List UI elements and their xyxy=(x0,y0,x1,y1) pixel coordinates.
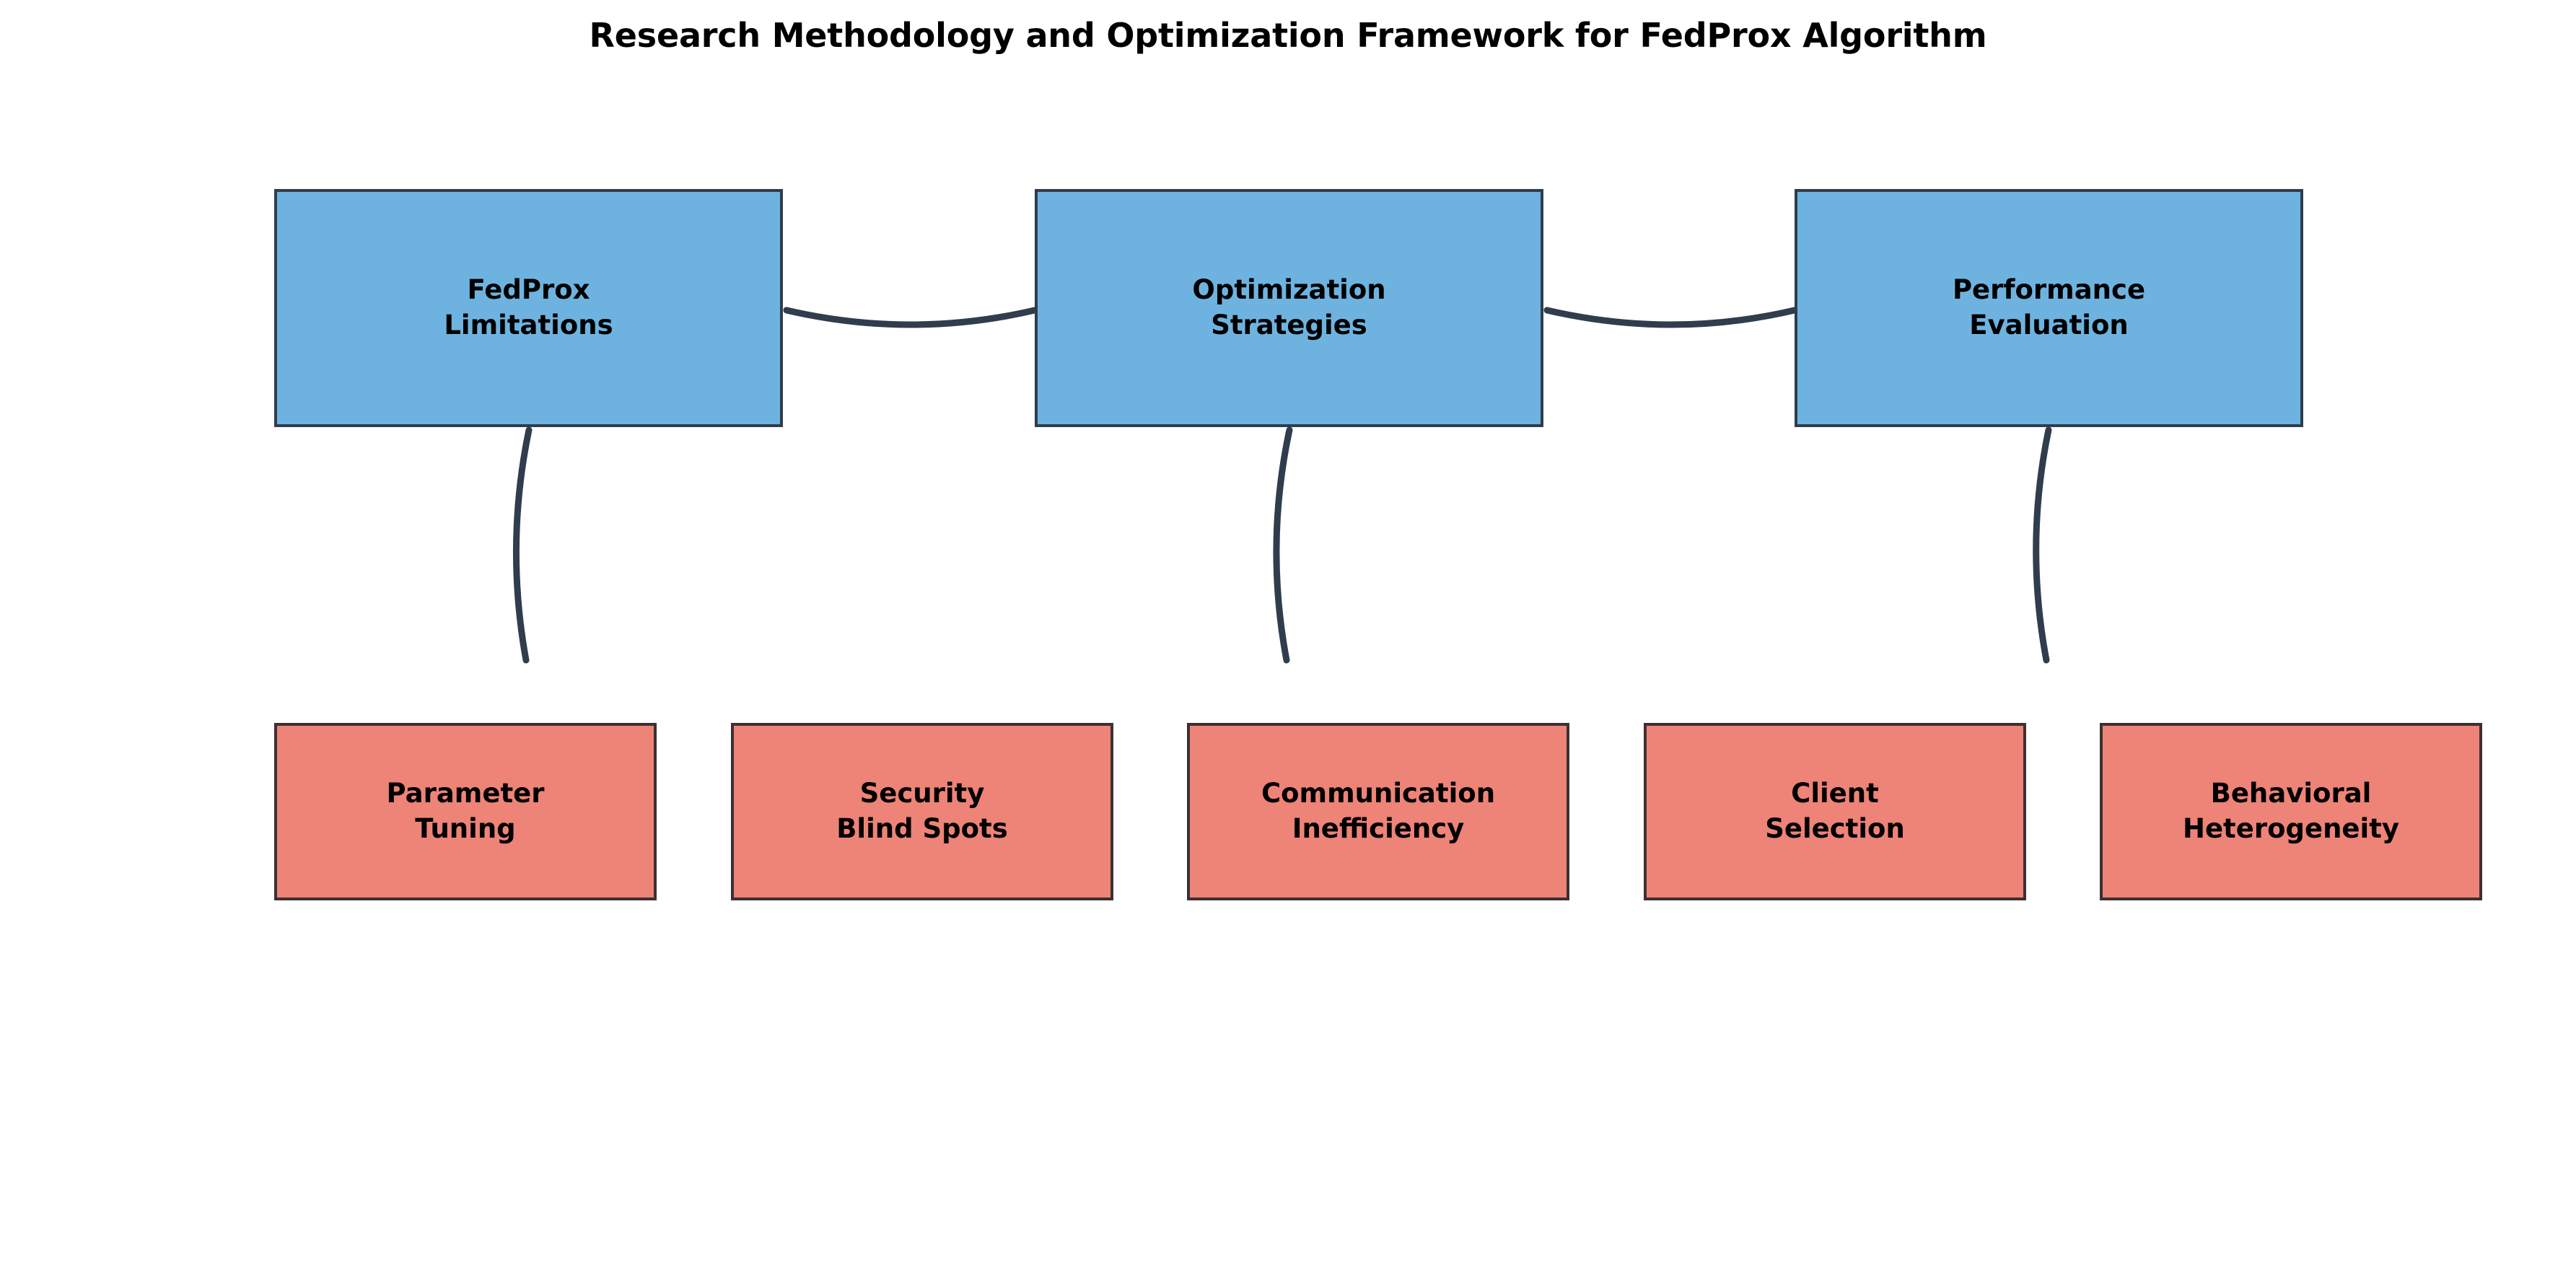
node-behavioral-heterogeneity[interactable]: Behavioral Heterogeneity xyxy=(2100,723,2482,900)
node-optimization-strategies[interactable]: Optimization Strategies xyxy=(1035,189,1543,427)
node-client-selection[interactable]: Client Selection xyxy=(1644,723,2026,900)
edge-limitations-to-strategies xyxy=(783,307,1038,328)
node-label: Parameter Tuning xyxy=(386,778,545,844)
page-title: Research Methodology and Optimization Fr… xyxy=(589,16,1987,55)
edge-strategies-to-communication xyxy=(1273,426,1293,664)
node-label: Optimization Strategies xyxy=(1192,274,1386,341)
node-parameter-tuning[interactable]: Parameter Tuning xyxy=(274,723,657,900)
node-communication-inefficiency[interactable]: Communication Inefficiency xyxy=(1187,723,1569,900)
node-label: Performance Evaluation xyxy=(1952,274,2146,341)
node-label: Client Selection xyxy=(1765,778,1905,844)
edge-evaluation-to-behavioral xyxy=(2033,426,2052,664)
node-label: Communication Inefficiency xyxy=(1261,778,1496,844)
node-performance-evaluation[interactable]: Performance Evaluation xyxy=(1795,189,2303,427)
node-security-blind-spots[interactable]: Security Blind Spots xyxy=(731,723,1113,900)
node-fedprox-limitations[interactable]: FedProx Limitations xyxy=(274,189,783,427)
node-label: Security Blind Spots xyxy=(836,778,1008,844)
edge-limitations-to-parameter-tuning xyxy=(512,426,533,664)
edge-strategies-to-evaluation xyxy=(1543,307,1798,328)
node-label: Behavioral Heterogeneity xyxy=(2182,778,2399,844)
node-label: FedProx Limitations xyxy=(444,274,613,341)
